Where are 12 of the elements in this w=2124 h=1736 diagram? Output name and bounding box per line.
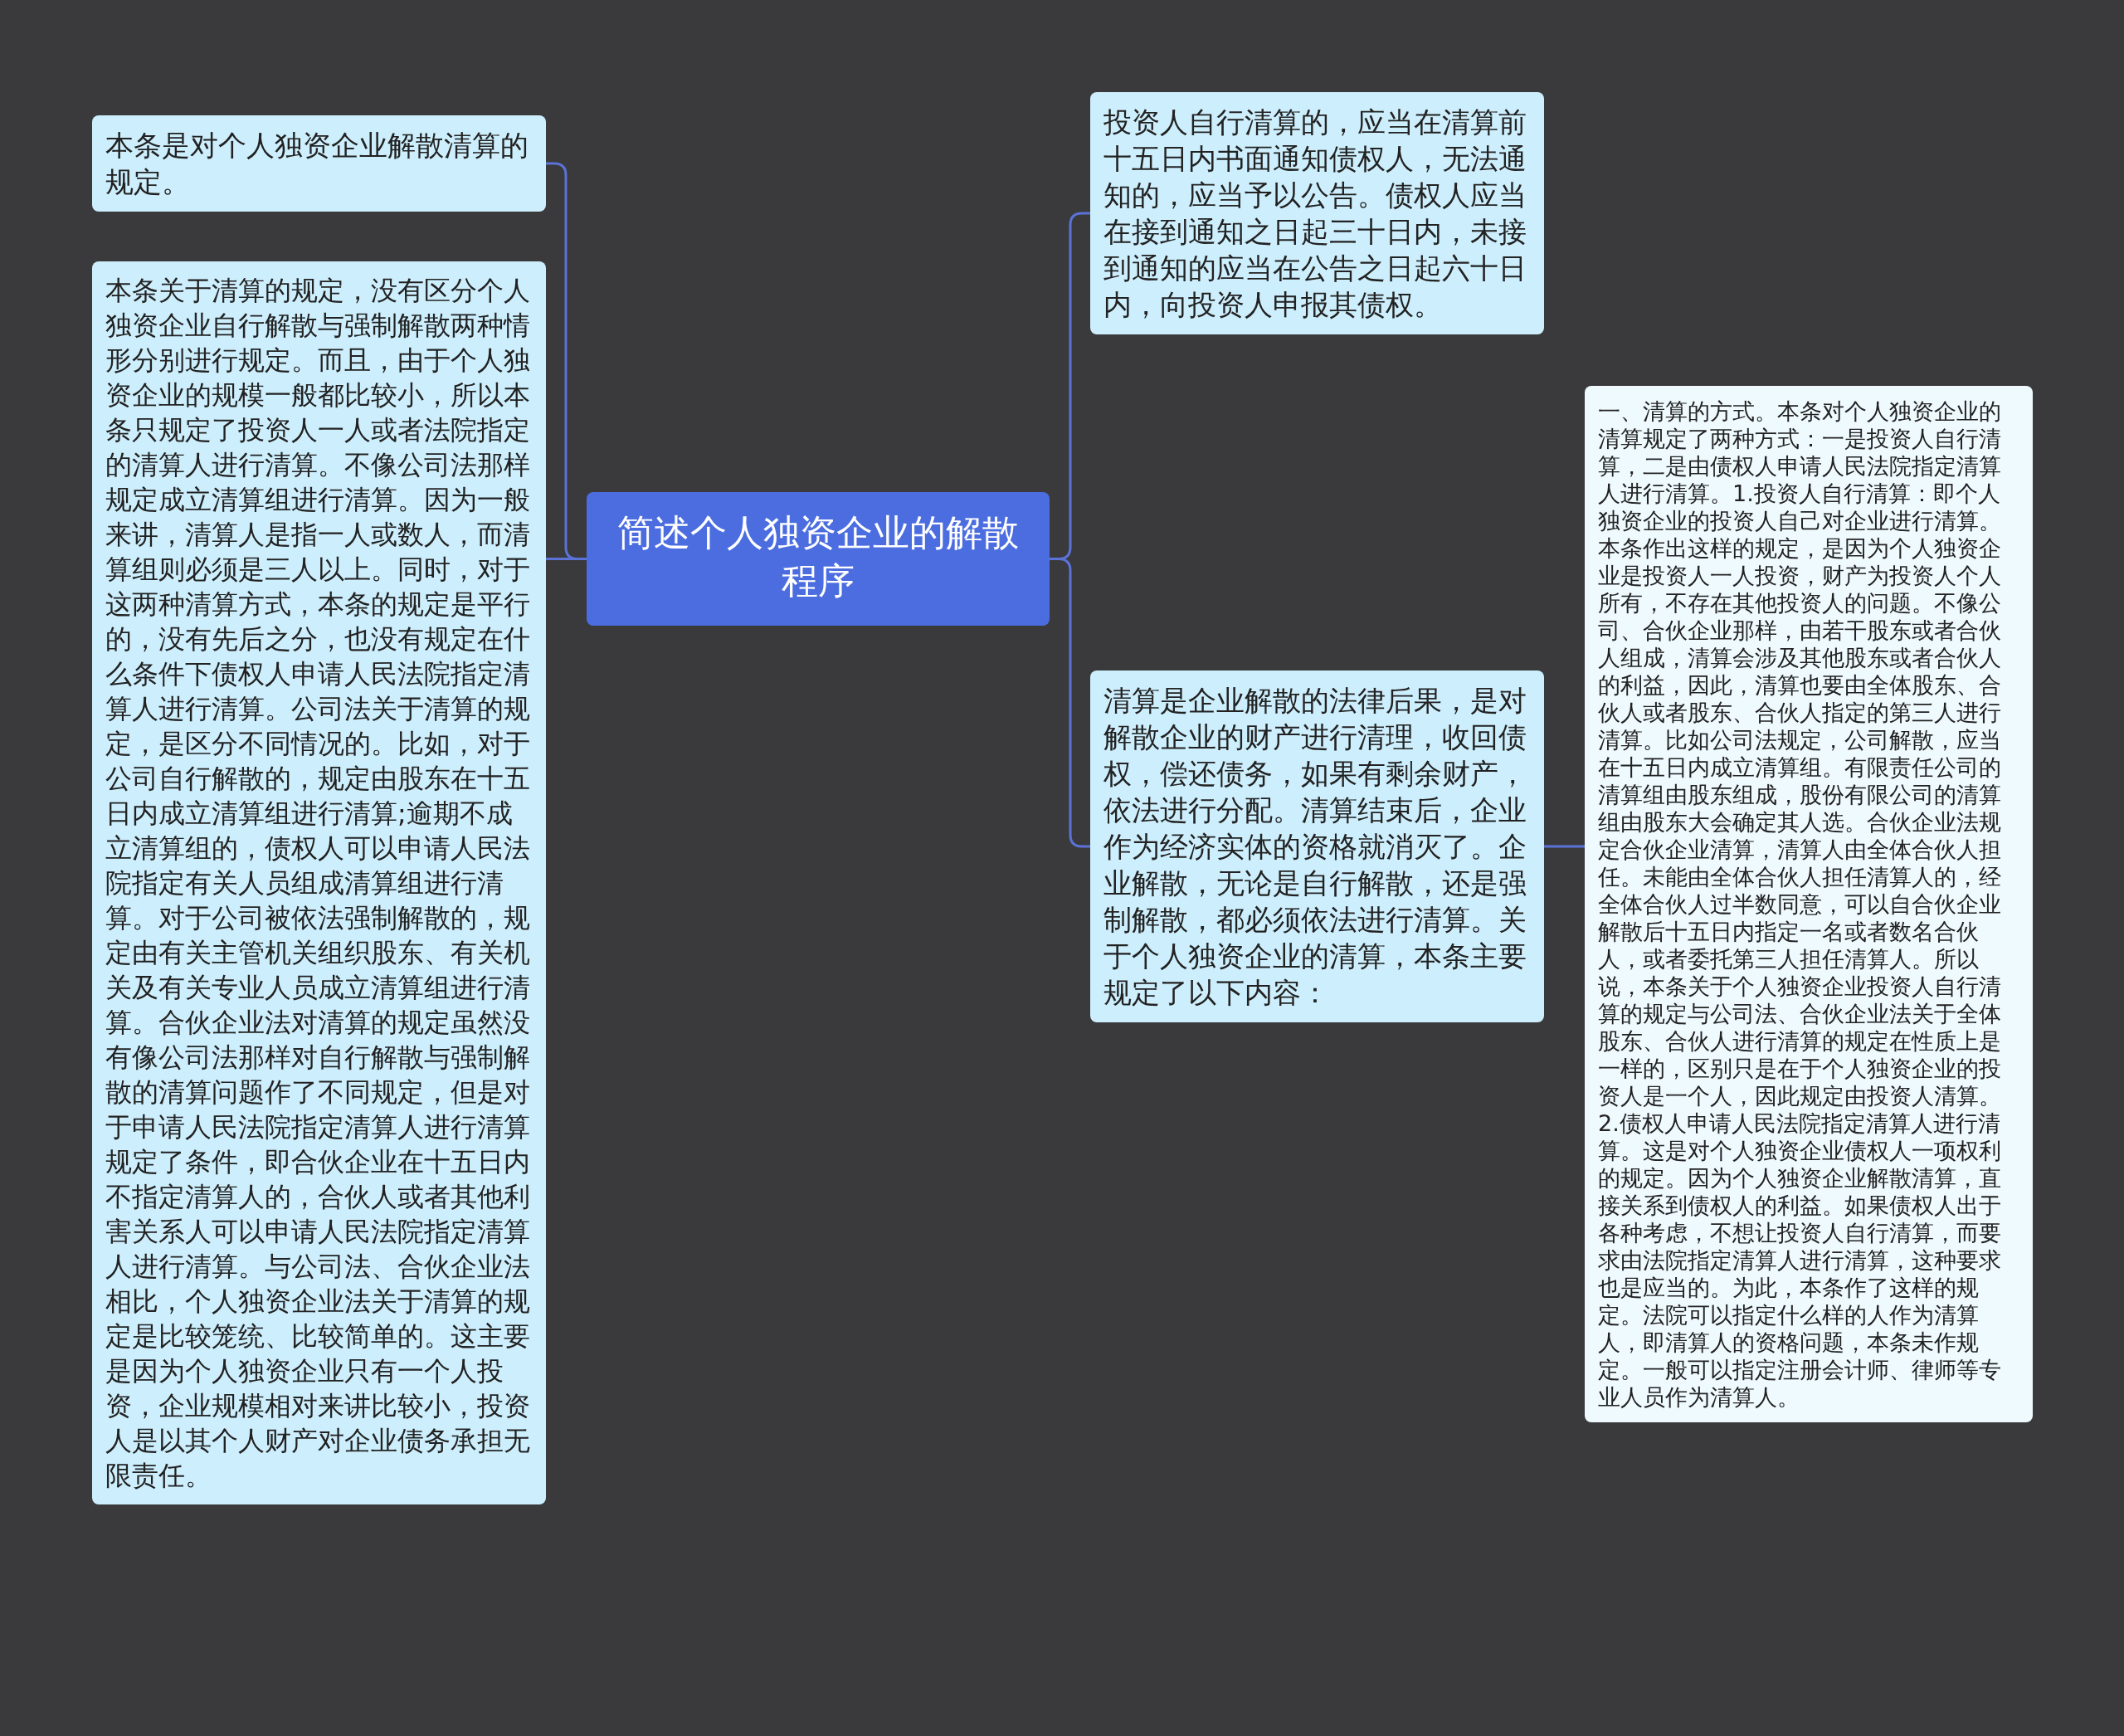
connector-line [1050, 558, 1090, 848]
topic-text: 本条是对个人独资企业解散清算的规定。 [105, 128, 529, 200]
connector-line [546, 558, 587, 560]
topic-box [92, 115, 546, 212]
topic-text: 一、清算的方式。本条对个人独资企业的清算规定了两种方式：一是投资人自行清算，二是由债权人申请人民法院指定清算人进行清算。1.投资人自行清算：即个人独资企业的投资人自己对企业进行清算。本条作出这样的规定，是因为个人独资企业是投资人一人投资，财产为投资人个人所有，不存在其他投资人的问题。不像公司、合伙企业那样，由若干股东或者合伙人组成，清算会涉及其他股东或者合伙人的利益，因此，清算也要由全体股东、合伙人或者股东、合伙人指定的第三人进行清算。比如公司法规定，公司解散，应当在十五日内成立清算组。有限责任公司的清算组由股东组成，股份有限公司的清算组由股东大会确定其人选。合伙企业法规定合伙企业清算，清算人由全体合伙人担任。未能由全体合伙人担任清算人的，经全体合伙人过半数同意，可以自合伙企业解散后十五日内指定一名或者数名合伙人，或者委托第三人担任清算人。所以说，本条关于个人独资企业投资人自行清算的规定与公司法、合伙企业法关于全体股东、合伙人进行清算的规定在性质上是一样的，区别只是在于个人独资企业的投资人是一个人，因此规定由投资人清算。2.债权人申请人民法院指定清算人进行清算。这是对个人独资企业债权人一项权利的规定。因为个人独资企业解散清算，直接关系到债权人的利益。如果债权人出于各种考虑，不想让投资人自行清算，而要求由法院指定清算人进行清算，这种要求也是应当的。为此，本条作了这样的规定。法院可以指定什么样的人作为清算人，即清算人的资格问题，本条未作规定。一般可以指定注册会计师、律师等专业人员作为清算人。 [1598, 397, 2002, 1411]
topic-text: 清算是企业解散的法律后果，是对解散企业的财产进行清理，收回债权，偿还债务，如果有剩余财产，依法进行分配。清算结束后，企业作为经济实体的资格就消灭了。企业解散，无论是自行解散，还是强制解散，都必须依法进行清算。关于个人独资企业的清算，本条主要规定了以下内容： [1103, 683, 1527, 1011]
topic-text: 简述个人独资企业的解散程序 [616, 510, 1020, 603]
topic-text: 本条关于清算的规定，没有区分个人独资企业自行解散与强制解散两种情形分别进行规定。而且，由于个人独资企业的规模一般都比较小，所以本条只规定了投资人一人或者法院指定的清算人进行清算。不像公司法那样规定成立清算组进行清算。因为一般来讲，清算人是指一人或数人，而清算组则必须是三人以上。同时，对于这两种清算方式，本条的规定是平行的，没有先后之分，也没有规定在什么条件下债权人申请人民法院指定清算人进行清算。公司法关于清算的规定，是区分不同情况的。比如，对于公司自行解散的，规定由股东在十五日内成立清算组进行清算;逾期不成立清算组的，债权人可以申请人民法院指定有关人员组成清算组进行清算。对于公司被依法强制解散的，规定由有关主管机关组织股东、有关机关及有关专业人员成立清算组进行清算。合伙企业法对清算的规定虽然没有像公司法那样对自行解散与强制解散的清算问题作了不同规定，但是对于申请人民法院指定清算人进行清算规定了条件，即合伙企业在十五日内不指定清算人的，合伙人或者其他利害关系人可以申请人民法院指定清算人进行清算。与公司法、合伙企业法相比，个人独资企业法关于清算的规定是比较笼统、比较简单的。这主要是因为个人独资企业只有一个人投资，企业规模相对来讲比较小，投资人是以其个人财产对企业债务承担无限责任。 [105, 274, 531, 1493]
topic-box [1090, 92, 1544, 334]
central-topic-box [587, 492, 1050, 626]
connector-line [1544, 845, 1585, 848]
topic-text: 投资人自行清算的，应当在清算前十五日内书面通知债权人，无法通知的，应当予以公告。债权人应当在接到通知之日起三十日内，未接到通知的应当在公告之日起六十日内，向投资人申报其债权。 [1103, 105, 1527, 323]
